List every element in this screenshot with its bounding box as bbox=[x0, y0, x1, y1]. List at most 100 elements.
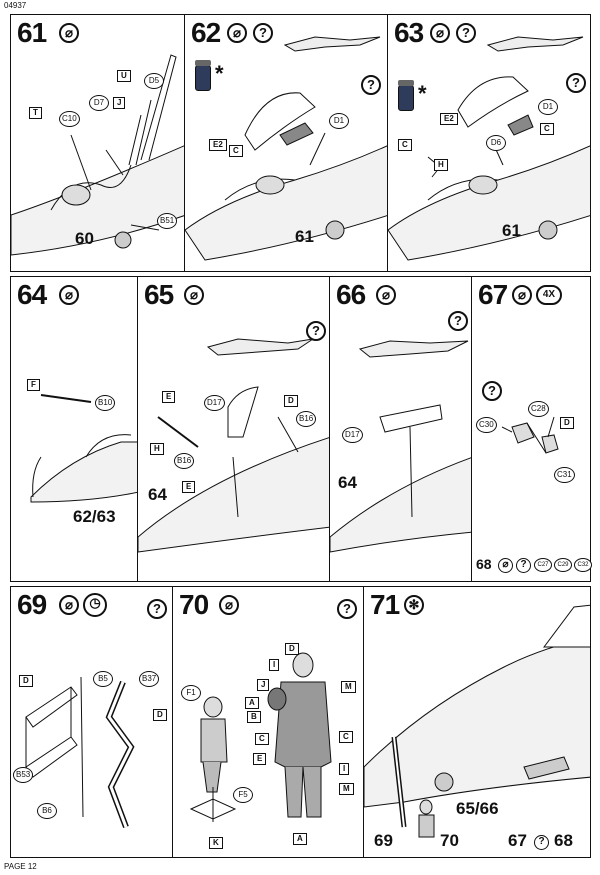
flag-label: B bbox=[247, 711, 261, 723]
question-icon: ? bbox=[306, 321, 326, 341]
paint-mark: * bbox=[418, 81, 427, 106]
glue-icon: ⌀ bbox=[498, 558, 513, 573]
reference-step: 70 bbox=[440, 831, 459, 850]
flag-label: A bbox=[293, 833, 307, 845]
step-number: 64 bbox=[17, 279, 47, 310]
reference-step: 64 bbox=[148, 485, 167, 504]
reference-step: 61 bbox=[502, 221, 521, 240]
flag-label: I bbox=[339, 763, 350, 775]
flag-label: D bbox=[19, 675, 33, 687]
question-icon: ? bbox=[566, 73, 586, 93]
step-61-drawing bbox=[11, 54, 184, 256]
glue-icon: ⌀ bbox=[219, 595, 239, 615]
step-number: 61 bbox=[17, 17, 47, 48]
question-icon: ? bbox=[448, 311, 468, 331]
glue-icon: ⌀ bbox=[227, 23, 247, 43]
step-63-panel: 63 ⌀ ? * ? E2 C C H D1 D6 61 bbox=[387, 14, 591, 272]
paint-pot-icon bbox=[398, 80, 414, 111]
part-label: D17 bbox=[342, 427, 363, 443]
glue-icon: ⌀ bbox=[59, 285, 79, 305]
glue-icon: ⌀ bbox=[512, 285, 532, 305]
part-label: D6 bbox=[486, 135, 506, 151]
part-label: D1 bbox=[538, 99, 558, 115]
part-label: D7 bbox=[89, 95, 109, 111]
flag-label: M bbox=[339, 783, 354, 795]
step-71-drawing bbox=[364, 604, 590, 838]
flag-label: E bbox=[162, 391, 176, 403]
flag-label: M bbox=[341, 681, 356, 693]
part-label: B51 bbox=[157, 213, 178, 229]
flag-label: H bbox=[434, 159, 448, 171]
part-label: C31 bbox=[554, 467, 575, 483]
clock-icon: ◷ bbox=[83, 593, 107, 617]
reference-step: 69 bbox=[374, 831, 393, 850]
part-label: D1 bbox=[329, 113, 349, 129]
step-70-panel: 70 ⌀ ? F1 F5 K A D I J A B C E I M M C bbox=[172, 586, 364, 858]
glue-icon: ⌀ bbox=[59, 595, 79, 615]
flag-label: C bbox=[229, 145, 243, 157]
question-icon: ? bbox=[534, 835, 549, 850]
part-label: D5 bbox=[144, 73, 164, 89]
reference-step: 68 bbox=[554, 831, 573, 850]
reference-step: 64 bbox=[338, 473, 357, 492]
paint-pot-icon bbox=[195, 60, 211, 91]
step-62-drawing bbox=[185, 36, 387, 261]
flag-label: A bbox=[245, 697, 259, 709]
part-label: B16 bbox=[296, 411, 317, 427]
part-label: C32 bbox=[574, 558, 592, 572]
step-70-drawing bbox=[189, 652, 332, 822]
glue-icon: ⌀ bbox=[430, 23, 450, 43]
step-number: 71 bbox=[370, 589, 400, 620]
flag-label: C bbox=[339, 731, 353, 743]
flag-label: D bbox=[560, 417, 574, 429]
flag-label: D bbox=[153, 709, 167, 721]
step-number: 66 bbox=[336, 279, 366, 310]
question-icon: ? bbox=[337, 599, 357, 619]
glue-icon: ⌀ bbox=[184, 285, 204, 305]
part-label: C10 bbox=[59, 111, 80, 127]
step-61-panel: 61 ⌀ T U J C10 D7 D5 B51 60 bbox=[10, 14, 185, 272]
step-64-drawing bbox=[30, 394, 137, 503]
flag-label: C bbox=[398, 139, 412, 151]
flag-label: T bbox=[29, 107, 42, 119]
flag-label: J bbox=[257, 679, 270, 691]
page-number: PAGE 12 bbox=[4, 862, 37, 871]
part-label: B10 bbox=[95, 395, 116, 411]
step-number: 68 bbox=[476, 556, 492, 572]
flag-label: E bbox=[253, 753, 267, 765]
part-label: B37 bbox=[139, 671, 160, 687]
step-65-panel: 65 ⌀ ? E H E D D17 B16 B16 64 bbox=[137, 276, 330, 582]
question-icon: ? bbox=[482, 381, 502, 401]
multiplier-badge: 4X bbox=[536, 285, 562, 305]
step-64-panel: 64 ⌀ F B10 62/63 bbox=[10, 276, 138, 582]
part-label: D17 bbox=[204, 395, 225, 411]
step-69-drawing bbox=[25, 676, 135, 829]
flag-label: E bbox=[182, 481, 196, 493]
flag-label: E2 bbox=[440, 113, 458, 125]
reference-step: 61 bbox=[295, 227, 314, 246]
step-number: 70 bbox=[179, 589, 209, 620]
step-number: 67 bbox=[478, 279, 508, 310]
paint-mark: * bbox=[215, 61, 224, 86]
step-68-row: 68 ⌀ ? C27 C29 C32 bbox=[472, 552, 598, 580]
flag-label: U bbox=[117, 70, 131, 82]
glue-icon: ⌀ bbox=[59, 23, 79, 43]
reference-step: 65/66 bbox=[456, 799, 499, 818]
flag-label: F bbox=[27, 379, 40, 391]
flag-label: D bbox=[284, 395, 298, 407]
flag-label: I bbox=[269, 659, 280, 671]
step-number: 65 bbox=[144, 279, 174, 310]
part-label: C27 bbox=[534, 558, 552, 572]
part-label: C28 bbox=[528, 401, 549, 417]
glue-icon: ⌀ bbox=[376, 285, 396, 305]
question-icon: ? bbox=[456, 23, 476, 43]
document-code: 04937 bbox=[4, 1, 27, 10]
flag-label: E2 bbox=[209, 139, 227, 151]
step-67-drawing bbox=[501, 416, 559, 454]
question-icon: ? bbox=[253, 23, 273, 43]
reference-step: 67 bbox=[508, 831, 527, 850]
step-66-drawing bbox=[330, 340, 471, 553]
step-number: 63 bbox=[394, 17, 424, 48]
question-icon: ? bbox=[147, 599, 167, 619]
part-label: C29 bbox=[554, 558, 572, 572]
